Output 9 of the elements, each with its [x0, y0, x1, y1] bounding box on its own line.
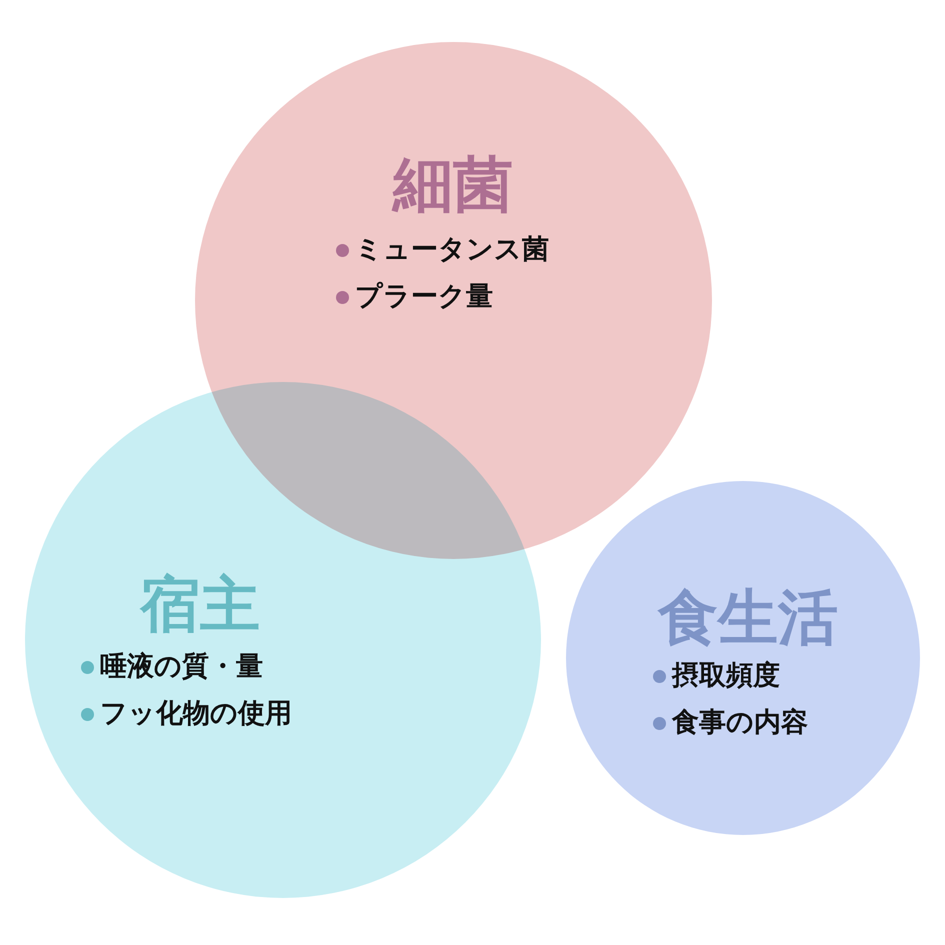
list-item-text: 摂取頻度 — [672, 659, 780, 693]
list-item-text: 食事の内容 — [672, 706, 808, 740]
list-item-text: 唾液の質・量 — [100, 650, 263, 684]
list-item-text: ミュータンス菌 — [355, 233, 549, 267]
circle-heading: 宿主 — [140, 572, 260, 638]
circle-heading: 細菌 — [393, 152, 513, 218]
list-item-text: フッ化物の使用 — [100, 697, 292, 731]
list-item-text: プラーク量 — [355, 280, 493, 314]
circle-heading: 食生活 — [658, 585, 838, 651]
